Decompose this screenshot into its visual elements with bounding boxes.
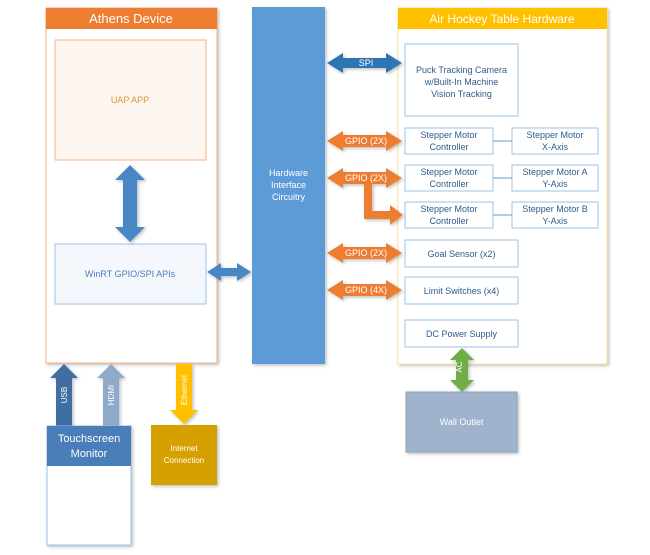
limit-switches-box: Limit Switches (x4) <box>404 276 519 305</box>
hardware-interface-block: Hardware Interface Circuitry <box>252 7 325 364</box>
smc2-line2: Controller <box>429 179 468 189</box>
gpio-link-1: GPIO (2X) <box>327 131 402 151</box>
smc3-line1: Stepper Motor <box>420 204 477 214</box>
spi-link: SPI <box>327 53 402 73</box>
gpio-link-3: GPIO (2X) <box>327 243 402 263</box>
athens-device-title: Athens Device <box>89 11 173 26</box>
limit-switches-label: Limit Switches (x4) <box>424 286 500 296</box>
motor-b-line2: Y-Axis <box>542 216 568 226</box>
touchscreen-line1: Touchscreen <box>58 433 120 445</box>
puck-tracking-camera-box: Puck Tracking Camera w/Built-In Machine … <box>404 43 519 117</box>
smc3-line2: Controller <box>429 216 468 226</box>
hdmi-link: HDMI <box>97 364 125 426</box>
touchscreen-monitor-box: Touchscreen Monitor <box>46 425 132 546</box>
stepper-motor-b: Stepper Motor B Y-Axis <box>511 201 599 229</box>
stepper-controller-2: Stepper Motor Controller <box>404 164 494 192</box>
camera-line3: Vision Tracking <box>431 89 492 99</box>
stepper-controller-3: Stepper Motor Controller <box>404 201 494 229</box>
ac-link: AC <box>450 348 474 392</box>
motor-x-line2: X-Axis <box>542 142 569 152</box>
motor-a-line1: Stepper Motor A <box>522 167 587 177</box>
hw-interface-line1: Hardware <box>269 168 308 178</box>
smc2-line1: Stepper Motor <box>420 167 477 177</box>
uap-winrt-arrow <box>115 165 145 242</box>
motor-b-line1: Stepper Motor B <box>522 204 588 214</box>
gpio-link-4: GPIO (4X) <box>327 280 402 300</box>
stepper-motor-x: Stepper Motor X-Axis <box>511 127 599 155</box>
winrt-apis-label: WinRT GPIO/SPI APIs <box>85 269 176 279</box>
goal-sensor-label: Goal Sensor (x2) <box>427 249 495 259</box>
gpio-label-4: GPIO (4X) <box>345 285 387 295</box>
gpio-label-1: GPIO (2X) <box>345 136 387 146</box>
winrt-apis-box: WinRT GPIO/SPI APIs <box>54 243 207 305</box>
gpio-elbow-arrow <box>364 184 403 225</box>
motor-a-line2: Y-Axis <box>542 179 568 189</box>
wall-outlet-box: Wall Outlet <box>405 391 518 453</box>
gpio-label-2: GPIO (2X) <box>345 173 387 183</box>
touchscreen-line2: Monitor <box>71 448 108 460</box>
hw-interface-line2: Interface <box>271 180 306 190</box>
ac-label: AC <box>455 361 464 372</box>
goal-sensor-box: Goal Sensor (x2) <box>404 239 519 268</box>
uap-app-box: UAP APP <box>54 39 207 161</box>
winrt-hw-arrow <box>207 263 251 281</box>
gpio-link-2: GPIO (2X) <box>327 168 403 225</box>
uap-app-label: UAP APP <box>111 95 149 105</box>
air-hockey-title: Air Hockey Table Hardware <box>429 12 574 26</box>
internet-connection-box: Internet Connection <box>151 425 217 485</box>
dc-power-supply-box: DC Power Supply <box>404 319 519 348</box>
wall-outlet-label: Wall Outlet <box>440 417 484 427</box>
ethernet-link: Ethernet <box>170 364 198 424</box>
internet-line2: Connection <box>164 456 204 465</box>
camera-line2: w/Built-In Machine <box>424 77 499 87</box>
motor-x-line1: Stepper Motor <box>526 130 583 140</box>
internet-line1: Internet <box>170 444 198 453</box>
ethernet-label: Ethernet <box>180 374 189 405</box>
gpio-label-3: GPIO (2X) <box>345 248 387 258</box>
usb-link: USB <box>50 364 78 426</box>
dc-power-supply-label: DC Power Supply <box>426 329 498 339</box>
hw-interface-line3: Circuitry <box>272 192 305 202</box>
stepper-motor-a: Stepper Motor A Y-Axis <box>511 164 599 192</box>
stepper-controller-1: Stepper Motor Controller <box>404 127 494 155</box>
camera-line1: Puck Tracking Camera <box>416 65 507 75</box>
smc1-line1: Stepper Motor <box>420 130 477 140</box>
usb-label: USB <box>60 387 69 403</box>
spi-label: SPI <box>359 58 374 68</box>
smc1-line2: Controller <box>429 142 468 152</box>
hdmi-label: HDMI <box>107 385 116 405</box>
